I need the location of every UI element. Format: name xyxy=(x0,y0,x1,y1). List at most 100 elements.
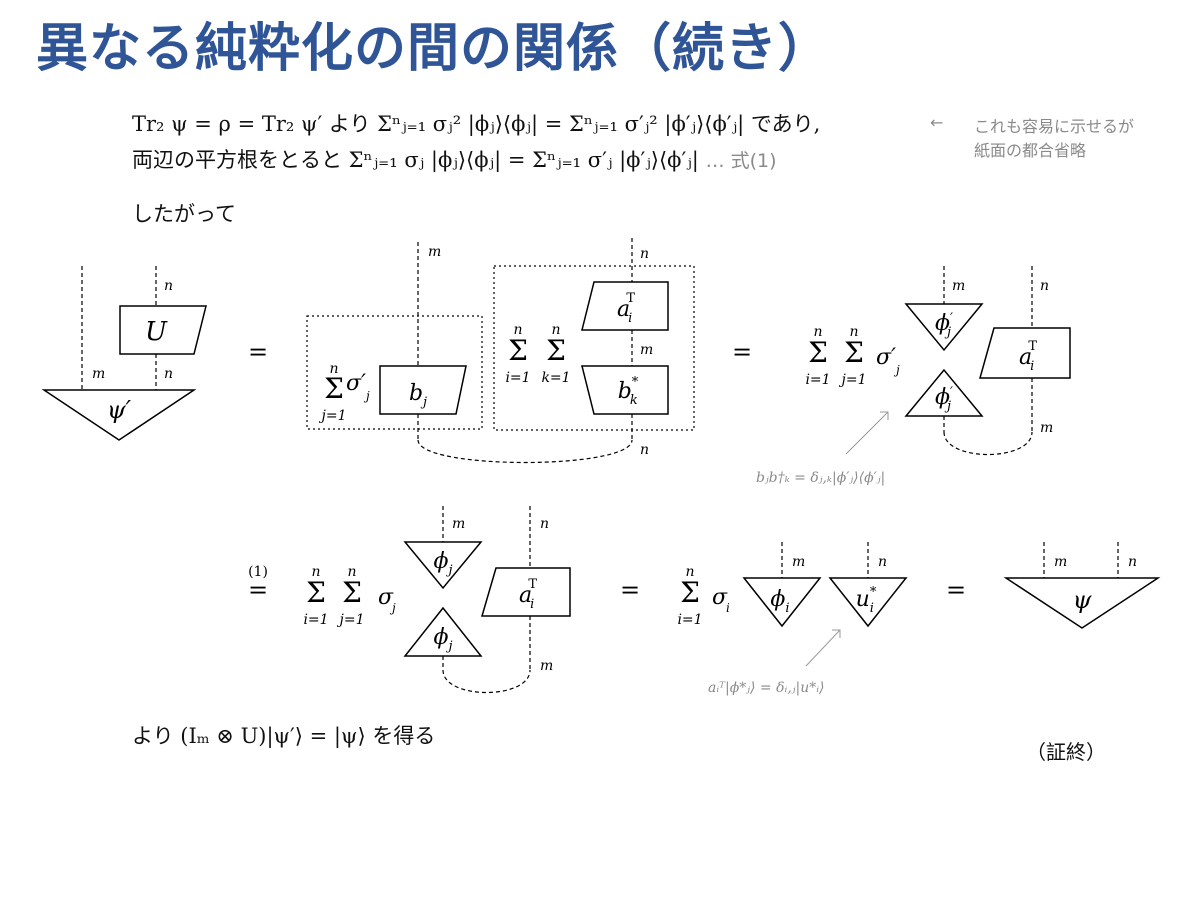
sigma: σ xyxy=(378,585,394,610)
left-arrow-icon: ← xyxy=(930,113,944,132)
phi-sub: j xyxy=(445,563,452,578)
page-title: 異なる純粋化の間の関係（続き） xyxy=(36,19,832,79)
sum-j-symbol: Σ xyxy=(342,576,362,609)
b-k-label: bk* xyxy=(618,375,639,408)
side-note-line-2: 紙面の都合省略 xyxy=(974,141,1087,160)
psi-label: ψ xyxy=(1073,586,1093,614)
annotation-a-identity: aᵢᵀ|ϕ*ⱼ⟩ = δᵢ,ⱼ|u*ᵢ⟩ xyxy=(708,680,825,696)
wire-label-m: m xyxy=(952,278,965,294)
sum-j-symbol: Σ xyxy=(844,336,864,369)
phi-symbol: ϕ xyxy=(935,311,950,336)
sum-i-symbol: Σ xyxy=(680,576,700,609)
sum-k-lower: k=1 xyxy=(541,370,570,386)
a-i-sup: T xyxy=(528,577,537,592)
phi-prime-bra-label: ϕ′j xyxy=(935,311,953,340)
annotation-b-identity: bⱼb†ₖ = δⱼ,ₖ|ϕ′ⱼ⟩⟨ϕ′ⱼ| xyxy=(756,470,885,486)
phi-prime-mark: ′ xyxy=(950,385,953,400)
sum-i-upper: n xyxy=(813,324,822,340)
lhs-diagram: n m n U ψ′ xyxy=(41,266,207,441)
a-i-symbol: a xyxy=(519,583,532,608)
wire-label-m: m xyxy=(428,244,441,260)
wire-label-m: m xyxy=(640,342,653,358)
sigma-prime: σ′ xyxy=(876,345,896,370)
u-symbol: u xyxy=(856,587,870,612)
statement-line-1: Tr₂ ψ = ρ = Tr₂ ψ′ より Σⁿⱼ₌₁ σⱼ² |ϕⱼ⟩⟨ϕⱼ|… xyxy=(132,112,821,136)
b-j-label: bj xyxy=(409,381,427,410)
sum-i-upper: n xyxy=(685,564,694,580)
a-i-symbol: a xyxy=(617,297,630,322)
phi-symbol: ϕ xyxy=(935,385,950,410)
phi-symbol: ϕ xyxy=(433,549,448,574)
side-note-line-1: これも容易に示せるが xyxy=(974,117,1135,136)
sum-i-symbol: Σ xyxy=(306,576,326,609)
b-k-sub: k xyxy=(630,393,638,408)
qed-mark: （証終） xyxy=(1026,740,1106,764)
phi-bra-triangle xyxy=(403,541,483,590)
dotted-group-left xyxy=(306,315,483,430)
sum-i-lower: i=1 xyxy=(303,612,328,628)
equals-sign: = xyxy=(248,338,268,366)
sum-i-upper: n xyxy=(513,322,522,338)
sum-k-symbol: Σ xyxy=(546,334,566,367)
a-i-transpose-gate xyxy=(481,567,571,617)
sigma-prime: σ′ xyxy=(346,371,366,396)
sigma-prime-sub: j xyxy=(893,363,900,377)
sum-i-symbol: Σ xyxy=(808,336,828,369)
sum-k-upper: n xyxy=(551,322,560,338)
u-label: U xyxy=(145,317,168,347)
statement-line-2: 両辺の平方根をとると Σⁿⱼ₌₁ σⱼ |ϕⱼ⟩⟨ϕⱼ| = Σⁿⱼ₌₁ σ′ⱼ… xyxy=(132,144,777,174)
wire-label-m: m xyxy=(92,366,105,382)
phi-prime-bra-triangle xyxy=(904,303,984,352)
sum-lower: j=1 xyxy=(319,408,347,424)
wire-label-n: n xyxy=(1128,554,1137,570)
psi-diagram: m n ψ xyxy=(1003,542,1161,629)
psi-state xyxy=(1003,577,1161,629)
dotted-group-right xyxy=(493,265,695,431)
a-i-sub: i xyxy=(628,311,632,326)
psi-prime-label: ψ′ xyxy=(107,396,132,424)
sum-j-lower: j=1 xyxy=(839,372,867,388)
u-sub: i xyxy=(870,601,874,616)
sigma-sub: i xyxy=(726,601,730,615)
phi-symbol: ϕ xyxy=(433,625,448,650)
phi-prime-mark: ′ xyxy=(950,311,953,326)
equals-sign: = xyxy=(248,576,268,604)
expanded-diagram-1: m Σ n j=1 σ′ j bj Σ n i=1 Σ n k=1 n aiT … xyxy=(306,238,695,464)
wire-label-n: n xyxy=(640,246,649,262)
b-k-symbol: b xyxy=(618,379,632,404)
phi-sub: j xyxy=(944,325,951,340)
substituted-diagram: Σ n i=1 Σ n j=1 σ j m ϕj ϕj n aiT m xyxy=(303,506,571,693)
equation-reference: … 式(1) xyxy=(705,150,777,172)
schmidt-form-diagram: Σ n i=1 σ i m ϕi n ui* aᵢᵀ|ϕ*ⱼ⟩ = δᵢ,ⱼ|u… xyxy=(677,542,908,696)
a-i-transpose-gate xyxy=(581,281,669,331)
sum-j-upper: n xyxy=(347,564,356,580)
phi-i-label: ϕi xyxy=(770,587,789,616)
b-j-sub: j xyxy=(420,395,427,410)
sum-j-lower: j=1 xyxy=(337,612,365,628)
a-i-sub: i xyxy=(530,597,534,612)
a-i-symbol: a xyxy=(1019,345,1032,370)
equals-sign: = xyxy=(620,576,640,604)
u-gate xyxy=(119,305,207,355)
sum-i-lower: i=1 xyxy=(805,372,830,388)
phi-sub: i xyxy=(785,601,789,616)
wire-label-m: m xyxy=(540,658,553,674)
phi-sub: j xyxy=(944,399,951,414)
sigma-prime-sub: j xyxy=(363,389,370,403)
sum-symbol: Σ xyxy=(324,372,344,405)
a-i-label: aiT xyxy=(1019,339,1037,374)
equals-sign: = xyxy=(732,338,752,366)
phi-prime-ket-label: ϕ′j xyxy=(935,385,953,414)
phi-i-triangle xyxy=(742,577,822,628)
sigma-sub: j xyxy=(389,601,396,615)
wire-label-m: m xyxy=(1054,554,1067,570)
sum-i-upper: n xyxy=(311,564,320,580)
wire-label-n: n xyxy=(164,278,173,294)
wire-label-n: n xyxy=(164,366,173,382)
sum-i-symbol: Σ xyxy=(508,334,528,367)
u-sup: * xyxy=(870,585,877,600)
wire-label-n: n xyxy=(540,516,549,532)
wire-label-m: m xyxy=(792,554,805,570)
equals-sign: = xyxy=(946,576,966,604)
